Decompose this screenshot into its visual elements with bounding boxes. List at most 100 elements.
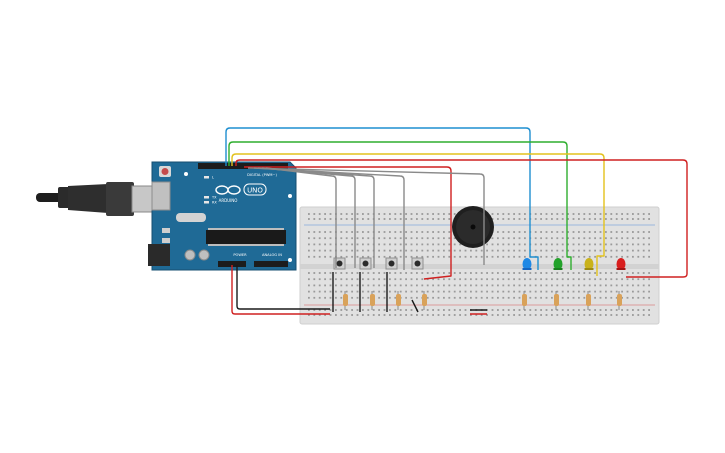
breadboard-hole xyxy=(356,231,359,233)
breadboard-hole xyxy=(351,314,353,316)
breadboard-hole xyxy=(351,231,353,233)
arduino-logo: UNO ARDUINO xyxy=(215,183,267,203)
breadboard-hole xyxy=(615,231,618,233)
breadboard-hole xyxy=(502,213,505,215)
breadboard-hole xyxy=(626,278,629,281)
breadboard-hole xyxy=(513,284,515,287)
breadboard-hole xyxy=(486,272,488,274)
led-red[interactable] xyxy=(616,258,626,270)
wire-green[interactable] xyxy=(228,141,572,270)
breadboard-hole xyxy=(642,255,645,258)
breadboard-hole xyxy=(497,218,499,220)
breadboard-hole xyxy=(383,213,386,215)
breadboard-hole xyxy=(416,243,418,246)
breadboard-hole xyxy=(367,218,370,220)
wire-blue[interactable] xyxy=(225,127,539,270)
pushbutton-3[interactable] xyxy=(385,257,398,270)
resistor[interactable] xyxy=(617,291,622,310)
breadboard-hole xyxy=(507,272,510,274)
breadboard-hole xyxy=(486,243,488,246)
resistor[interactable] xyxy=(554,291,559,310)
breadboard-hole xyxy=(362,296,364,299)
breadboard-hole xyxy=(632,284,634,287)
resistor[interactable] xyxy=(343,291,348,310)
breadboard-hole xyxy=(491,314,494,316)
breadboard-hole xyxy=(588,237,591,240)
pushbutton-2[interactable] xyxy=(359,257,372,270)
breadboard-hole xyxy=(410,243,413,246)
power-pin-header[interactable] xyxy=(218,261,246,267)
wire-black-button-4[interactable] xyxy=(411,299,419,313)
usb-cable[interactable] xyxy=(36,182,161,216)
pushbutton-4[interactable] xyxy=(411,257,424,270)
breadboard-hole xyxy=(416,237,418,240)
breadboard-hole xyxy=(383,243,386,246)
breadboard-hole xyxy=(578,218,580,220)
breadboard-hole xyxy=(362,314,364,316)
breadboard-hole xyxy=(448,290,451,293)
wire-yellow[interactable] xyxy=(231,153,605,276)
wire-red-led[interactable] xyxy=(235,159,688,278)
breadboard-hole xyxy=(394,272,397,274)
breadboard-hole xyxy=(507,249,510,252)
breadboard-hole xyxy=(399,249,402,252)
breadboard-hole xyxy=(605,255,607,258)
breadboard-hole xyxy=(480,314,483,316)
resistor[interactable] xyxy=(396,291,401,310)
resistor[interactable] xyxy=(586,291,591,310)
wire-gray-button-1[interactable] xyxy=(265,167,337,268)
analog-pin-header[interactable] xyxy=(254,261,288,267)
wire-gray-buzzer[interactable] xyxy=(247,167,485,265)
breadboard-hole xyxy=(426,314,429,316)
breadboard-hole xyxy=(367,314,370,316)
breadboard-hole xyxy=(367,296,370,299)
digital-pin-header[interactable] xyxy=(198,163,288,169)
led-green[interactable] xyxy=(553,258,563,270)
pushbutton-1[interactable] xyxy=(333,257,346,270)
breadboard-hole xyxy=(345,314,348,316)
breadboard-hole xyxy=(367,284,370,287)
resistor[interactable] xyxy=(422,291,427,310)
breadboard-hole xyxy=(572,296,575,299)
breadboard-hole xyxy=(556,309,559,311)
breadboard-hole xyxy=(534,249,537,252)
resistor[interactable] xyxy=(522,291,527,310)
led-blue[interactable] xyxy=(522,258,532,270)
reset-button[interactable] xyxy=(161,168,169,175)
breadboard-hole xyxy=(497,237,499,240)
breadboard-hole xyxy=(426,290,429,293)
breadboard-hole xyxy=(605,237,607,240)
wire-black-ground[interactable] xyxy=(236,265,330,310)
wire-gray-button-3[interactable] xyxy=(257,167,375,268)
breadboard-hole xyxy=(599,243,602,246)
wire-gray-button-4[interactable] xyxy=(253,167,405,270)
breadboard-hole xyxy=(448,243,451,246)
breadboard-hole xyxy=(637,278,640,281)
breadboard-hole xyxy=(329,290,332,293)
breadboard-hole xyxy=(556,314,559,316)
breadboard-hole xyxy=(356,213,359,215)
breadboard-hole xyxy=(583,309,586,311)
wire-gray-button-2[interactable] xyxy=(261,167,356,268)
breadboard-hole xyxy=(448,314,451,316)
breadboard-hole xyxy=(345,255,348,258)
capacitor xyxy=(184,249,196,261)
breadboard-hole xyxy=(324,296,326,299)
resistor[interactable] xyxy=(370,291,375,310)
led-yellow[interactable] xyxy=(584,258,594,270)
arduino-uno-board[interactable]: UNO ARDUINO DIGITAL (PWM~) POWER ANALOG … xyxy=(148,161,297,271)
piezo-buzzer[interactable] xyxy=(452,206,494,248)
breadboard-hole xyxy=(394,218,397,220)
breadboard-hole xyxy=(389,218,391,220)
breadboard-hole xyxy=(588,213,591,215)
breadboard-hole xyxy=(637,243,640,246)
breadboard-hole xyxy=(513,314,515,316)
breadboard-hole xyxy=(437,278,440,281)
breadboard-hole xyxy=(453,284,456,287)
breadboard-hole xyxy=(524,218,526,220)
breadboard-hole xyxy=(405,213,407,215)
breadboard-hole xyxy=(513,309,515,311)
breadboard-hole xyxy=(421,218,424,220)
wire-red-buzzer[interactable] xyxy=(244,166,452,280)
wire-red-power[interactable] xyxy=(231,265,330,315)
